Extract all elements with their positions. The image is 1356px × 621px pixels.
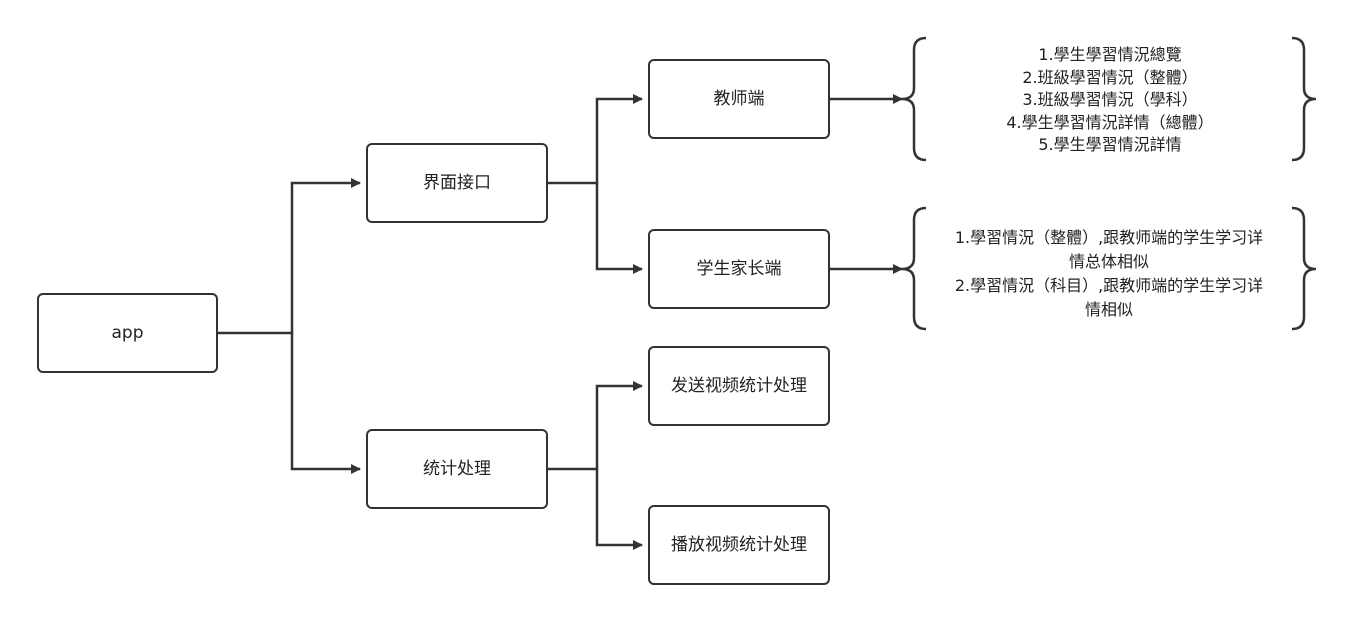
- parent-note: 2.學習情況（科目）,跟教师端的学生学习详: [954, 276, 1264, 295]
- connector-ui-teacher: [548, 94, 643, 185]
- node-parent[interactable]: 学生家长端: [648, 229, 830, 309]
- node-app-label: app: [111, 323, 144, 343]
- node-teacher[interactable]: 教师端: [648, 59, 830, 139]
- teacher-note: 2.班級學習情況（整體）: [1022, 67, 1198, 87]
- node-play-label: 播放视频统计处理: [671, 535, 807, 555]
- connector-ui-parent: [595, 183, 643, 274]
- node-parent-label: 学生家长端: [696, 259, 782, 279]
- node-stats[interactable]: 统计处理: [366, 429, 548, 509]
- parent-note: 情总体相似: [1068, 252, 1149, 271]
- teacher-note: 3.班級學習情況（學科）: [1022, 90, 1198, 109]
- connector-app-ui: [218, 178, 361, 335]
- teacher-note: 5.學生學習情況詳情: [1038, 135, 1182, 154]
- parent-notes: 1.學習情況（整體）,跟教师端的学生学习详 情总体相似 2.學習情況（科目）,跟…: [916, 226, 1302, 322]
- node-send[interactable]: 发送视频统计处理: [648, 346, 830, 426]
- node-ui[interactable]: 界面接口: [366, 143, 548, 223]
- brace-left-parent: [901, 206, 927, 331]
- brace-left-teacher: [901, 36, 927, 162]
- node-teacher-label: 教师端: [713, 89, 765, 109]
- teacher-note: 1.學生學習情況總覽: [1038, 45, 1182, 64]
- connector-stats-play: [595, 469, 643, 550]
- node-play[interactable]: 播放视频统计处理: [648, 505, 830, 585]
- connector-stats-send: [548, 381, 643, 471]
- brace-right-teacher: [1291, 36, 1317, 162]
- node-app[interactable]: app: [37, 293, 218, 373]
- node-send-label: 发送视频统计处理: [671, 376, 807, 396]
- brace-right-parent: [1291, 206, 1317, 331]
- parent-note: 1.學習情況（整體）,跟教师端的学生学习详: [954, 228, 1264, 247]
- teacher-notes: 1.學生學習情況總覽 2.班級學習情況（整體） 3.班級學習情況（學科） 4.學…: [930, 44, 1290, 157]
- parent-note: 情相似: [1084, 300, 1133, 319]
- connector-app-stats: [290, 333, 361, 474]
- node-stats-label: 统计处理: [423, 459, 491, 479]
- node-ui-label: 界面接口: [423, 173, 491, 193]
- teacher-note: 4.學生學習情況詳情（總體）: [1006, 112, 1214, 132]
